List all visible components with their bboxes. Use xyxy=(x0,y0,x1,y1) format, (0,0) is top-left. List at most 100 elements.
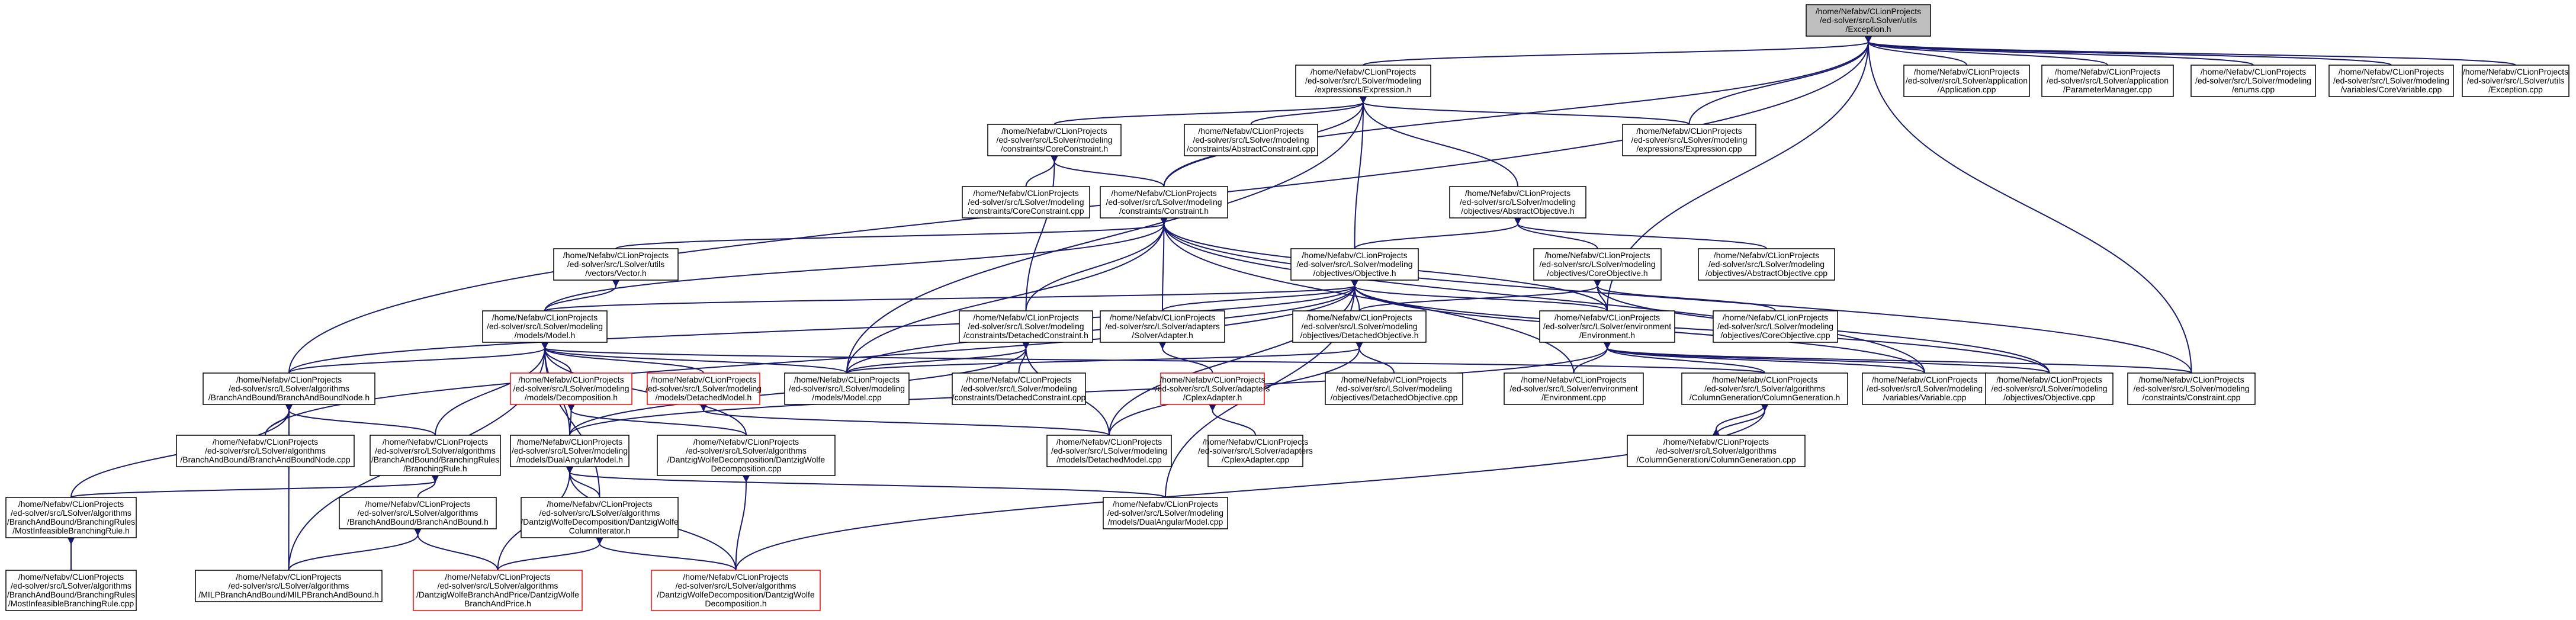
node-dm-h[interactable]: /home/Nefabv/CLionProjects/ed-solver/src… xyxy=(645,372,762,405)
node-label-line: /ed-solver/src/LSolver/modeling xyxy=(1051,446,1167,455)
node-env-h[interactable]: /home/Nefabv/CLionProjects/ed-solver/src… xyxy=(1539,310,1675,343)
node-decomp-h[interactable]: /home/Nefabv/CLionProjects/ed-solver/src… xyxy=(510,372,632,405)
node-dam-cpp[interactable]: /home/Nefabv/CLionProjects/ed-solver/src… xyxy=(1103,497,1228,529)
node-dwd-h[interactable]: /home/Nefabv/CLionProjects/ed-solver/src… xyxy=(651,570,821,611)
node-bbn-h[interactable]: /home/Nefabv/CLionProjects/ed-solver/src… xyxy=(203,372,375,405)
node-expr-h[interactable]: /home/Nefabv/CLionProjects/ed-solver/src… xyxy=(1295,65,1431,97)
node-label-line: /ed-solver/src/LSolver/algorithms xyxy=(676,581,796,590)
node-mib-h[interactable]: /home/Nefabv/CLionProjects/ed-solver/src… xyxy=(5,497,137,538)
node-label-line: /ed-solver/src/LSolver/modeling xyxy=(2195,76,2311,85)
node-cg-cpp[interactable]: /home/Nefabv/CLionProjects/ed-solver/src… xyxy=(1627,435,1806,467)
node-c-h[interactable]: /home/Nefabv/CLionProjects/ed-solver/src… xyxy=(1100,186,1228,219)
node-label-line: /Environment.h xyxy=(1579,330,1635,340)
node-label-line: /home/Nefabv/CLionProjects xyxy=(517,437,622,446)
edge-cc-cpp-to-cc-h xyxy=(1025,155,1058,187)
node-label-line: /ed-solver/src/LSolver/modeling xyxy=(789,384,905,393)
node-label-line: /MostInfeasibleBranchingRule.cpp xyxy=(8,599,134,608)
node-label-line: /ed-solver/src/LSolver/modeling xyxy=(1296,259,1412,269)
node-dm-cpp[interactable]: /home/Nefabv/CLionProjects/ed-solver/src… xyxy=(1046,435,1172,467)
edge-model-cpp-to-do-h xyxy=(846,342,1363,374)
node-do-h[interactable]: /home/Nefabv/CLionProjects/ed-solver/src… xyxy=(1292,310,1427,343)
edge-app-cpp-to-exc-h xyxy=(1864,36,1967,66)
node-milp-cpp[interactable]: /home/Nefabv/CLionProjects/ed-solver/src… xyxy=(195,570,383,602)
node-label-line: /home/Nefabv/CLionProjects xyxy=(563,250,669,260)
node-mib-cpp[interactable]: /home/Nefabv/CLionProjects/ed-solver/src… xyxy=(5,570,137,611)
edge-cc-h-to-expr-h xyxy=(1053,96,1367,125)
node-obj-cpp[interactable]: /home/Nefabv/CLionProjects/ed-solver/src… xyxy=(1985,372,2114,405)
node-ao-cpp[interactable]: /home/Nefabv/CLionProjects/ed-solver/src… xyxy=(1698,248,1835,281)
node-label-line: /home/Nefabv/CLionProjects xyxy=(1996,375,2102,384)
node-bbn-cpp[interactable]: /home/Nefabv/CLionProjects/ed-solver/src… xyxy=(176,435,355,467)
edge-c-cpp-to-env-h xyxy=(1603,342,2192,374)
edge-dwd-h-to-dwcg-h xyxy=(596,537,737,571)
edge-expr-cpp-to-expr-h xyxy=(1359,96,1690,125)
node-label-line: /home/Nefabv/CLionProjects xyxy=(1311,67,1416,76)
node-cc-cpp[interactable]: /home/Nefabv/CLionProjects/ed-solver/src… xyxy=(962,186,1090,219)
node-do-cpp[interactable]: /home/Nefabv/CLionProjects/ed-solver/src… xyxy=(1325,372,1463,405)
node-dwcg-h[interactable]: /home/Nefabv/CLionProjects/ed-solver/src… xyxy=(521,497,679,538)
node-dam-h[interactable]: /home/Nefabv/CLionProjects/ed-solver/src… xyxy=(510,435,629,467)
node-co-h[interactable]: /home/Nefabv/CLionProjects/ed-solver/src… xyxy=(1533,248,1662,281)
node-label-line: /ed-solver/src/LSolver/adapters xyxy=(1155,384,1270,393)
node-label-line: /BranchAndBound/BranchAndBoundNode.h xyxy=(208,393,370,402)
node-env-cpp[interactable]: /home/Nefabv/CLionProjects/ed-solver/src… xyxy=(1504,372,1644,405)
node-c-cpp[interactable]: /home/Nefabv/CLionProjects/ed-solver/src… xyxy=(2127,372,2256,405)
node-label-line: /home/Nefabv/CLionProjects xyxy=(1302,250,1407,260)
node-label-line: /home/Nefabv/CLionProjects xyxy=(683,572,788,582)
node-enums-cpp[interactable]: /home/Nefabv/CLionProjects/ed-solver/src… xyxy=(2190,65,2316,97)
node-dwbp-h[interactable]: /home/Nefabv/CLionProjects/ed-solver/src… xyxy=(413,570,583,611)
node-label-line: /ed-solver/src/LSolver/modeling xyxy=(1305,76,1421,85)
node-sa-h[interactable]: /home/Nefabv/CLionProjects/ed-solver/src… xyxy=(1100,310,1225,343)
node-cc-h[interactable]: /home/Nefabv/CLionProjects/ed-solver/src… xyxy=(987,124,1122,156)
node-label-line: Decomposition.h xyxy=(705,599,766,608)
node-dwd-cpp[interactable]: /home/Nefabv/CLionProjects/ed-solver/src… xyxy=(657,435,836,476)
node-ac-cpp[interactable]: /home/Nefabv/CLionProjects/ed-solver/src… xyxy=(1184,124,1318,156)
node-ao-h[interactable]: /home/Nefabv/CLionProjects/ed-solver/src… xyxy=(1449,186,1586,219)
node-exc-cpp[interactable]: /home/Nefabv/CLionProjects/ed-solver/src… xyxy=(2462,65,2569,97)
node-label-line: /home/Nefabv/CLionProjects xyxy=(518,375,624,384)
node-model-cpp[interactable]: /home/Nefabv/CLionProjects/ed-solver/src… xyxy=(784,372,910,405)
node-cg-h[interactable]: /home/Nefabv/CLionProjects/ed-solver/src… xyxy=(1681,372,1848,405)
node-app-cpp[interactable]: /home/Nefabv/CLionProjects/ed-solver/src… xyxy=(1903,65,2030,97)
node-label-line: /home/Nefabv/CLionProjects xyxy=(492,313,598,322)
node-label-line: /ed-solver/src/LSolver/algorithms xyxy=(438,581,558,590)
node-expr-cpp[interactable]: /home/Nefabv/CLionProjects/ed-solver/src… xyxy=(1622,124,1756,156)
node-label-line: /ed-solver/src/LSolver/modeling xyxy=(996,135,1112,144)
node-var-cpp[interactable]: /home/Nefabv/CLionProjects/ed-solver/src… xyxy=(1862,372,1987,405)
node-box xyxy=(510,372,632,405)
node-cplex-cpp[interactable]: /home/Nefabv/CLionProjects/ed-solver/src… xyxy=(1198,435,1313,467)
node-box xyxy=(1292,310,1427,343)
node-cplex-h[interactable]: /home/Nefabv/CLionProjects/ed-solver/src… xyxy=(1155,372,1270,405)
node-pm-cpp[interactable]: /home/Nefabv/CLionProjects/ed-solver/src… xyxy=(2041,65,2174,97)
node-label-line: /home/Nefabv/CLionProjects xyxy=(1723,313,1828,322)
node-label-line: /variables/Variable.cpp xyxy=(1883,393,1967,402)
node-cvar-cpp[interactable]: /home/Nefabv/CLionProjects/ed-solver/src… xyxy=(2328,65,2454,97)
node-obj-h[interactable]: /home/Nefabv/CLionProjects/ed-solver/src… xyxy=(1290,248,1419,281)
edge-dm-cpp-to-dm-h xyxy=(699,404,1110,436)
node-box xyxy=(952,372,1086,405)
edge-dwd-cpp-to-model-h xyxy=(541,342,747,436)
node-co-cpp[interactable]: /home/Nefabv/CLionProjects/ed-solver/src… xyxy=(1713,310,1838,343)
node-bb-h[interactable]: /home/Nefabv/CLionProjects/ed-solver/src… xyxy=(339,497,497,529)
node-dc-h[interactable]: /home/Nefabv/CLionProjects/ed-solver/src… xyxy=(959,310,1093,343)
edge-co-cpp-to-co-h xyxy=(1594,280,1776,311)
node-dc-cpp[interactable]: /home/Nefabv/CLionProjects/ed-solver/src… xyxy=(952,372,1086,405)
node-label-line: /CplexAdapter.cpp xyxy=(1222,455,1290,464)
node-label-line: /ed-solver/src/LSolver/modeling xyxy=(1336,384,1452,393)
node-model-h[interactable]: /home/Nefabv/CLionProjects/ed-solver/src… xyxy=(482,310,608,343)
node-vec-h[interactable]: /home/Nefabv/CLionProjects/ed-solver/src… xyxy=(553,248,679,281)
edge-c-h-to-cc-h xyxy=(1051,155,1165,187)
edge-model-cpp-to-expr-h xyxy=(846,96,1367,374)
node-label-line: /ed-solver/src/LSolver/modeling xyxy=(1106,197,1222,207)
node-label-line: /vectors/Vector.h xyxy=(585,268,647,278)
node-label-line: /constraints/Constraint.cpp xyxy=(2143,393,2241,402)
node-box xyxy=(1100,186,1228,219)
node-exc-h[interactable]: /home/Nefabv/CLionProjects/ed-solver/src… xyxy=(1806,4,1931,37)
node-label-line: ColumnIterator.h xyxy=(569,526,631,535)
node-label-line: /ed-solver/src/LSolver/modeling xyxy=(1867,384,1983,393)
edge-ao-cpp-to-ao-h xyxy=(1514,217,1767,249)
node-label-line: /expressions/Expression.h xyxy=(1315,85,1411,94)
node-br-h[interactable]: /home/Nefabv/CLionProjects/ed-solver/src… xyxy=(370,435,501,476)
edge-model-h-to-obj-h xyxy=(544,280,1359,311)
edge-model-h-to-c-h xyxy=(544,217,1168,311)
